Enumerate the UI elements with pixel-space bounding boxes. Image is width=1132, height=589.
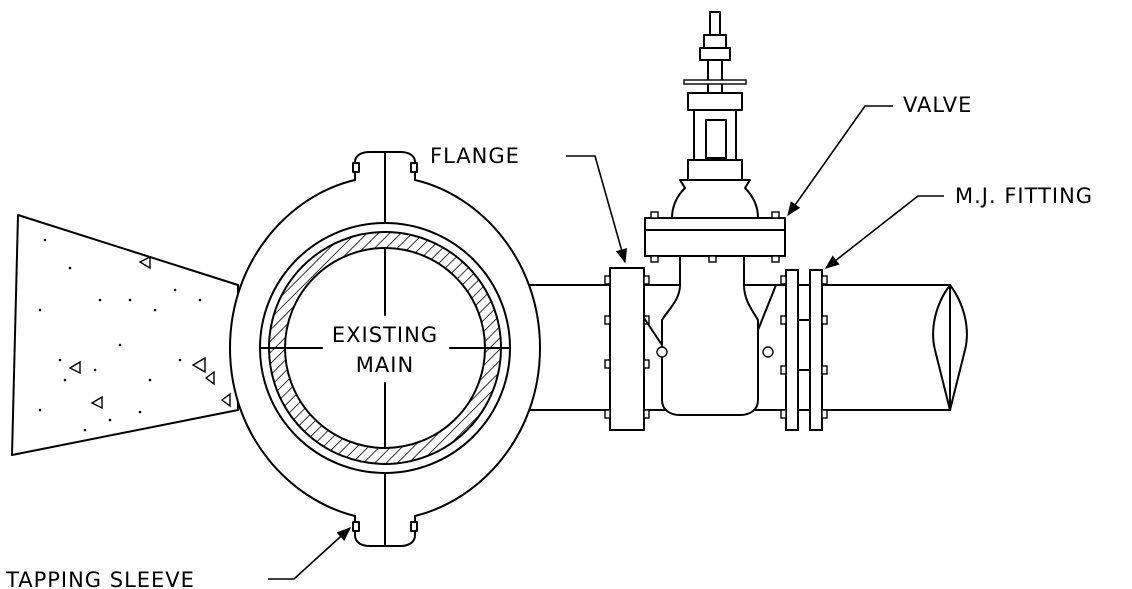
- tapping-sleeve-label: TAPPING SLEEVE: [5, 568, 195, 589]
- callout-tapping-sleeve: TAPPING SLEEVE: [5, 527, 352, 589]
- existing-main-label-line2: MAIN: [356, 353, 414, 377]
- flange-label: FLANGE: [430, 144, 520, 168]
- mj-fitting-label: M.J. FITTING: [955, 184, 1093, 208]
- valve-label: VALVE: [903, 93, 972, 117]
- mj-fitting: [780, 269, 828, 431]
- concrete-thrust-block: [11, 214, 239, 456]
- callout-mj-fitting: M.J. FITTING: [824, 184, 1093, 269]
- gate-valve: [643, 11, 786, 416]
- existing-main: EXISTING MAIN: [259, 222, 511, 474]
- callout-flange: FLANGE: [430, 144, 628, 264]
- callout-valve: VALVE: [787, 93, 972, 217]
- existing-main-label-line1: EXISTING: [332, 323, 438, 347]
- flange: [604, 267, 650, 431]
